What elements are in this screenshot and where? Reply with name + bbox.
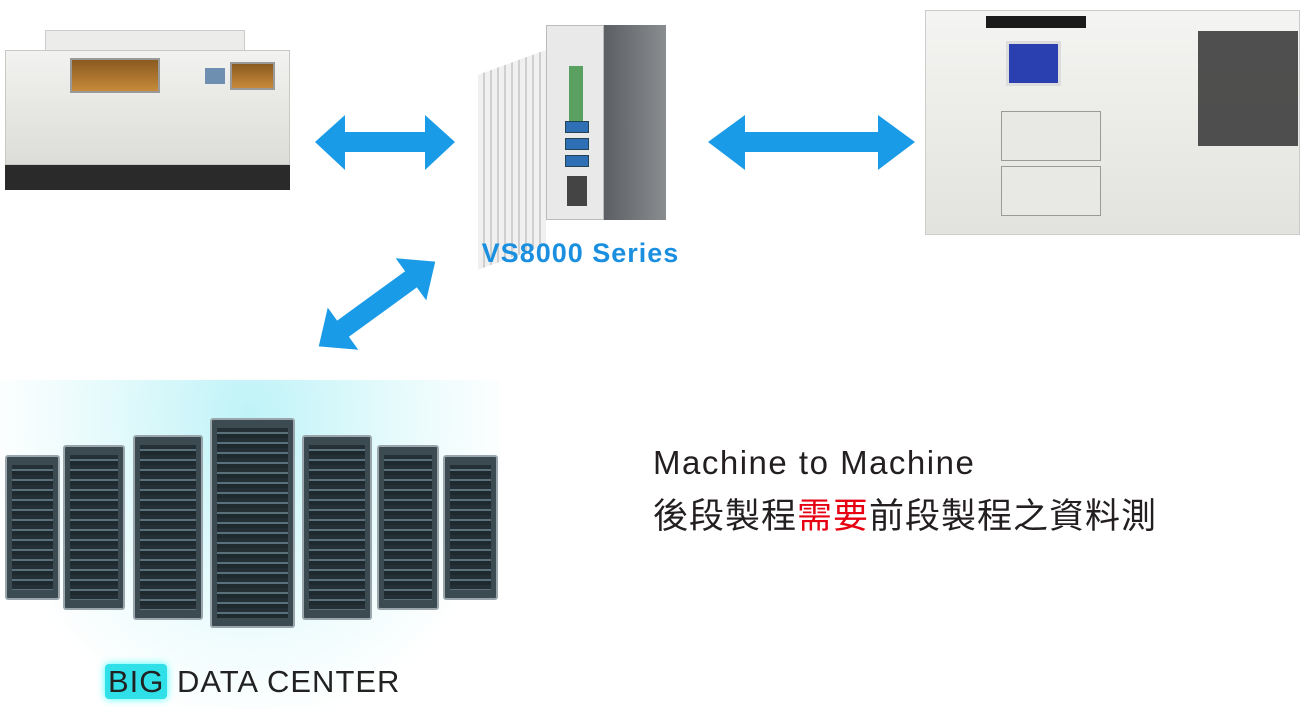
machine-screen <box>205 68 225 84</box>
machine-window <box>230 62 275 90</box>
double-arrow-vs-datacenter <box>318 258 436 350</box>
com-port <box>567 176 587 206</box>
server-rack <box>63 445 125 610</box>
server-rack <box>210 418 295 628</box>
server-rack <box>443 455 498 600</box>
machine-drawer <box>1001 166 1101 216</box>
server-rack <box>5 455 60 600</box>
big-highlight: BIG <box>105 664 168 699</box>
caption-part2: 前段製程之資料測 <box>869 497 1158 537</box>
device-side-panel <box>604 25 666 220</box>
caption-title: Machine to Machine <box>653 444 976 481</box>
usb-port <box>565 121 589 133</box>
caption-highlight: 需要 <box>797 497 870 537</box>
usb-port <box>565 138 589 150</box>
server-rack <box>302 435 372 620</box>
front-end-process-machine <box>5 20 290 200</box>
double-arrow-vs-right <box>708 115 915 170</box>
machine-screen <box>1006 41 1061 86</box>
machine-base <box>5 165 290 190</box>
data-center-servers <box>0 380 500 710</box>
caption-description: 後段製程需要前段製程之資料測 <box>653 488 1157 539</box>
machine-window <box>1198 31 1298 146</box>
back-end-process-machine <box>925 10 1300 235</box>
caption-part1: 後段製程 <box>653 497 798 537</box>
double-arrow-left-vs <box>315 115 455 170</box>
server-rack <box>133 435 203 620</box>
machine-drawer <box>1001 111 1101 161</box>
server-rack <box>377 445 439 610</box>
status-panel <box>569 66 583 121</box>
big-data-center-label: BIG DATA CENTER <box>105 664 400 700</box>
control-panel <box>986 16 1086 28</box>
lan-port <box>565 155 589 167</box>
device-front-panel <box>546 25 604 220</box>
data-center-text: DATA CENTER <box>167 664 401 699</box>
machine-window <box>70 58 160 93</box>
vs8000-device <box>478 25 666 270</box>
device-label: VS8000 Series <box>481 238 680 268</box>
